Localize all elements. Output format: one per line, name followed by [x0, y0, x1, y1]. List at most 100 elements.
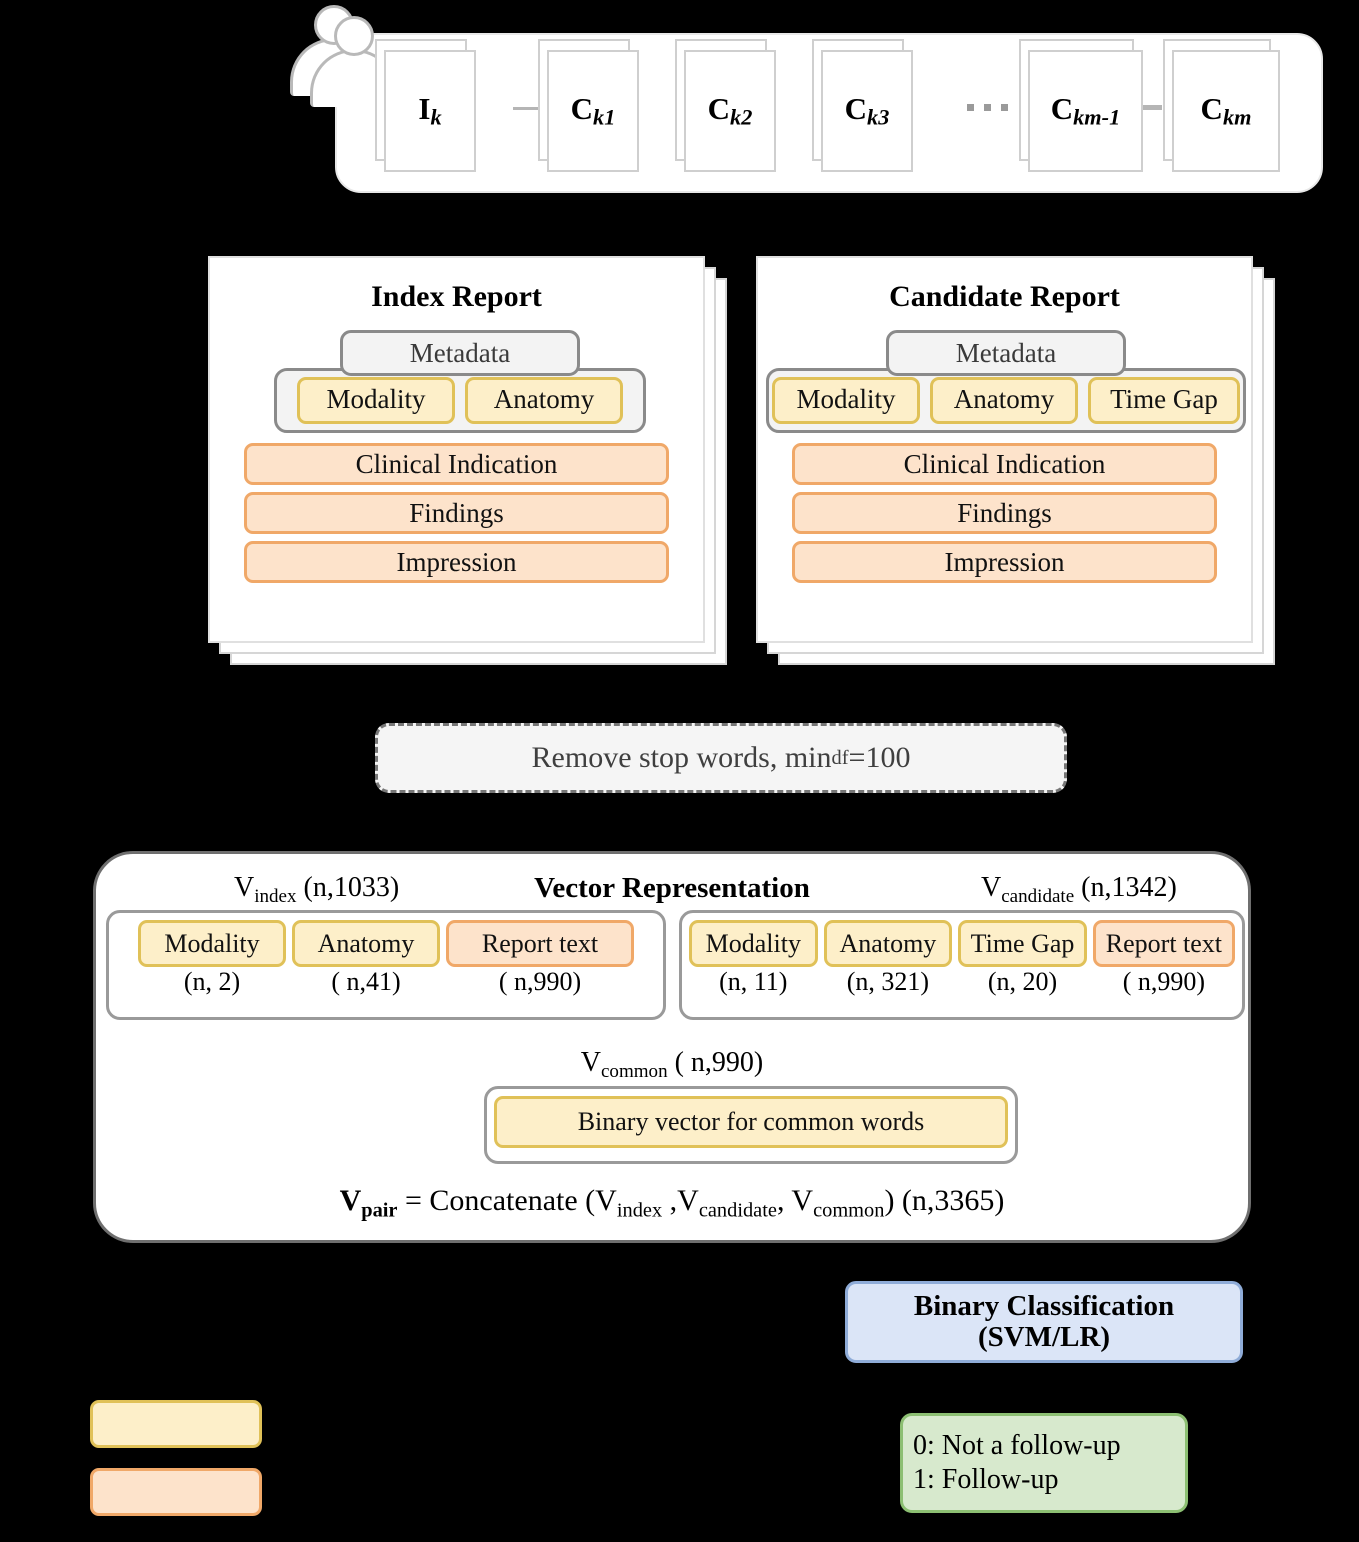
v-pair-mid2: , V [776, 1184, 814, 1217]
v-candidate-dim-time-gap: (n, 20) [987, 967, 1058, 996]
v-candidate-chip-row: Modality Anatomy Time Gap Report text [682, 913, 1242, 967]
v-common-caption-base: V [580, 1047, 601, 1078]
doc-connector-1 [513, 107, 561, 110]
document-candidate-k1[interactable]: Ck1 [538, 39, 639, 172]
doc-sheet-front: Ck2 [684, 50, 776, 172]
v-pair-sub-candidate: candidate [698, 1199, 777, 1222]
v-candidate-chip-time-gap[interactable]: Time Gap [958, 920, 1087, 967]
legend-swatch-report-text [90, 1468, 262, 1516]
v-candidate-chip-modality[interactable]: Modality [689, 920, 818, 967]
v-candidate-caption-base: V [981, 872, 1002, 903]
v-index-dim-modality: (n, 2) [183, 967, 241, 996]
candidate-chip-time-gap[interactable]: Time Gap [1088, 377, 1240, 424]
v-pair-lhs-base: V [339, 1184, 362, 1217]
candidate-section-clinical-indication[interactable]: Clinical Indication [792, 443, 1217, 485]
v-common-chip-binary-vector[interactable]: Binary vector for common words [494, 1096, 1008, 1148]
v-index-dims-row: (n, 2) ( n,41) ( n,990) [109, 967, 663, 997]
v-index-caption-dims: (n,1033) [303, 872, 400, 903]
doc-sheet-front: Ck1 [547, 50, 639, 172]
v-common-group: Binary vector for common words [484, 1086, 1018, 1164]
doc-sheet-front: Ckm-1 [1028, 50, 1143, 172]
v-candidate-caption: Vcandidate (n,1342) [981, 872, 1177, 908]
v-common-caption: Vcommon ( n,990) [96, 1047, 1248, 1083]
v-candidate-dim-anatomy: (n, 321) [846, 967, 930, 996]
index-metadata-group: Metadata Modality Anatomy [210, 330, 703, 436]
doc-label: Ck1 [570, 91, 616, 130]
doc-label: Ck3 [844, 91, 890, 130]
doc-label-subscript: k [430, 104, 442, 130]
doc-label-subscript: km-1 [1073, 104, 1121, 130]
v-candidate-chip-report-text[interactable]: Report text [1092, 920, 1236, 967]
v-common-caption-dims: ( n,990) [674, 1047, 764, 1078]
candidate-metadata-box: Modality Anatomy Time Gap [766, 368, 1246, 433]
document-candidate-k2[interactable]: Ck2 [675, 39, 776, 172]
index-section-impression[interactable]: Impression [244, 541, 669, 583]
candidate-chip-modality[interactable]: Modality [772, 377, 920, 424]
v-index-caption: Vindex (n,1033) [234, 872, 399, 908]
candidate-chip-anatomy[interactable]: Anatomy [930, 377, 1078, 424]
index-report-card-stack[interactable]: Index Report Metadata Modality Anatomy C… [208, 256, 738, 666]
index-section-clinical-indication[interactable]: Clinical Indication [244, 443, 669, 485]
v-index-chip-row: Modality Anatomy Report text [109, 913, 663, 967]
v-index-chip-anatomy[interactable]: Anatomy [292, 920, 440, 967]
v-index-dim-report-text: ( n,990) [498, 967, 582, 996]
document-candidate-km[interactable]: Ckm [1163, 39, 1281, 172]
vector-representation-panel: Vector Representation Vindex (n,1033) Mo… [93, 851, 1251, 1243]
candidate-section-impression[interactable]: Impression [792, 541, 1217, 583]
v-pair-mid1: ,V [662, 1184, 699, 1217]
doc-sheet-front: Ik [384, 50, 476, 172]
v-candidate-chip-anatomy[interactable]: Anatomy [823, 920, 953, 967]
binary-classification-box[interactable]: Binary Classification (SVM/LR) [845, 1281, 1243, 1363]
doc-label: Ckm-1 [1050, 91, 1121, 130]
outcome-line-0: 0: Not a follow-up [913, 1429, 1121, 1461]
doc-label: Ik [418, 91, 442, 130]
v-pair-eq: = Concatenate (V [397, 1184, 617, 1217]
v-pair-formula: Vpair = Concatenate (Vindex ,Vcandidate,… [96, 1184, 1248, 1223]
v-common-caption-sub: common [600, 1061, 668, 1083]
index-metadata-label: Metadata [340, 330, 580, 376]
v-index-chip-modality[interactable]: Modality [138, 920, 286, 967]
classification-line-2: (SVM/LR) [977, 1321, 1111, 1353]
v-common-chip-row: Binary vector for common words [487, 1089, 1015, 1148]
index-metadata-box: Modality Anatomy [274, 368, 646, 433]
candidate-section-findings[interactable]: Findings [792, 492, 1217, 534]
index-report-card[interactable]: Index Report Metadata Modality Anatomy C… [208, 256, 705, 643]
v-pair-lhs-sub: pair [361, 1199, 398, 1222]
v-index-dim-anatomy: ( n,41) [331, 967, 401, 996]
vector-panel-title: Vector Representation [534, 872, 810, 904]
v-index-caption-base: V [234, 872, 255, 903]
ellipsis-dot [1001, 104, 1008, 111]
index-chip-anatomy[interactable]: Anatomy [465, 377, 623, 424]
candidate-report-card[interactable]: Candidate Report Metadata Modality Anato… [756, 256, 1253, 643]
v-index-caption-sub: index [254, 886, 297, 908]
doc-label: Ck2 [707, 91, 753, 130]
v-candidate-dim-report-text: ( n,990) [1122, 967, 1206, 996]
preprocess-subscript: df [831, 746, 849, 769]
preprocess-text-after: =100 [848, 741, 911, 774]
v-pair-tail: ) (n,3365) [884, 1184, 1005, 1217]
v-candidate-dim-modality: (n, 11) [719, 967, 788, 996]
doc-label: Ckm [1200, 91, 1252, 130]
ellipsis-dot [967, 104, 974, 111]
candidate-metadata-group: Metadata Modality Anatomy Time Gap [758, 330, 1251, 436]
sequence-ellipsis [967, 104, 1008, 111]
v-index-group: Modality Anatomy Report text (n, 2) ( n,… [106, 910, 666, 1020]
classification-line-1: Binary Classification [913, 1289, 1175, 1322]
document-candidate-k3[interactable]: Ck3 [812, 39, 913, 172]
index-section-findings[interactable]: Findings [244, 492, 669, 534]
doc-label-subscript: km [1222, 104, 1252, 130]
v-candidate-dims-row: (n, 11) (n, 321) (n, 20) ( n,990) [682, 967, 1242, 997]
v-index-chip-report-text[interactable]: Report text [446, 920, 634, 967]
index-chip-modality[interactable]: Modality [297, 377, 455, 424]
doc-label-subscript: k1 [593, 104, 616, 130]
index-report-title: Index Report [371, 280, 542, 313]
candidate-report-title: Candidate Report [889, 280, 1120, 313]
outcome-line-1: 1: Follow-up [913, 1464, 1059, 1495]
document-candidate-km-1[interactable]: Ckm-1 [1019, 39, 1144, 172]
candidate-report-card-stack[interactable]: Candidate Report Metadata Modality Anato… [756, 256, 1286, 666]
v-candidate-caption-dims: (n,1342) [1081, 872, 1177, 903]
doc-connector-4 [1140, 105, 1162, 110]
document-index-k[interactable]: Ik [375, 39, 476, 172]
v-candidate-caption-sub: candidate [1001, 886, 1075, 908]
